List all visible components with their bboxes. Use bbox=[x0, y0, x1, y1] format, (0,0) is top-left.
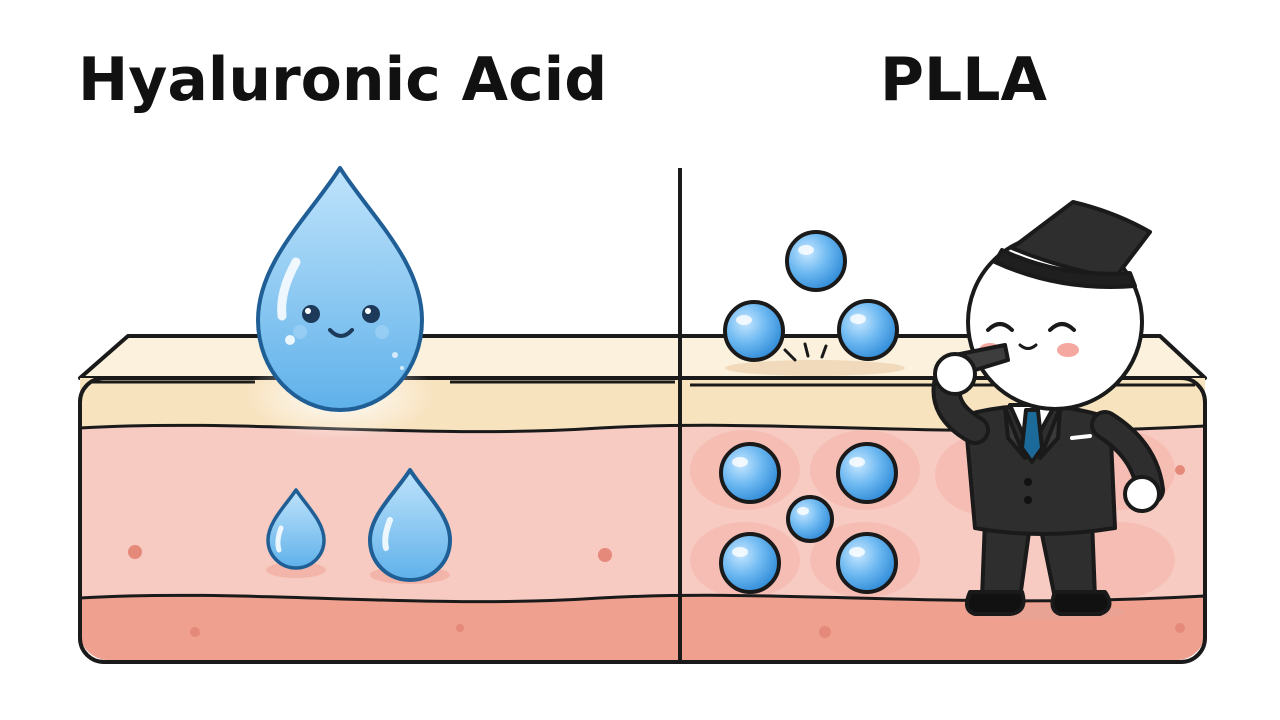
smiling-water-drop-icon bbox=[245, 166, 435, 440]
plla-microsphere-icon bbox=[786, 495, 834, 543]
plla-microsphere-icon bbox=[837, 299, 899, 361]
small-water-drop-icon bbox=[266, 488, 326, 578]
gentleman-character-icon bbox=[931, 200, 1165, 620]
plla-microsphere-icon bbox=[785, 230, 847, 292]
hyaluronic-acid-title: Hyaluronic Acid bbox=[78, 45, 608, 115]
tissue-dots bbox=[128, 465, 1185, 638]
plla-microsphere-icon bbox=[719, 442, 781, 504]
dermis-layer bbox=[80, 425, 1205, 600]
plla-microsphere-icon bbox=[836, 442, 898, 504]
medium-water-drop-icon bbox=[368, 468, 452, 584]
plla-microsphere-icon bbox=[723, 300, 785, 362]
impact-marks bbox=[783, 342, 828, 362]
impact-shadow bbox=[725, 360, 905, 376]
deep-layer bbox=[80, 595, 1205, 660]
plla-microsphere-icon bbox=[836, 532, 898, 594]
plla-title: PLLA bbox=[880, 45, 1047, 115]
plla-microsphere-icon bbox=[719, 532, 781, 594]
